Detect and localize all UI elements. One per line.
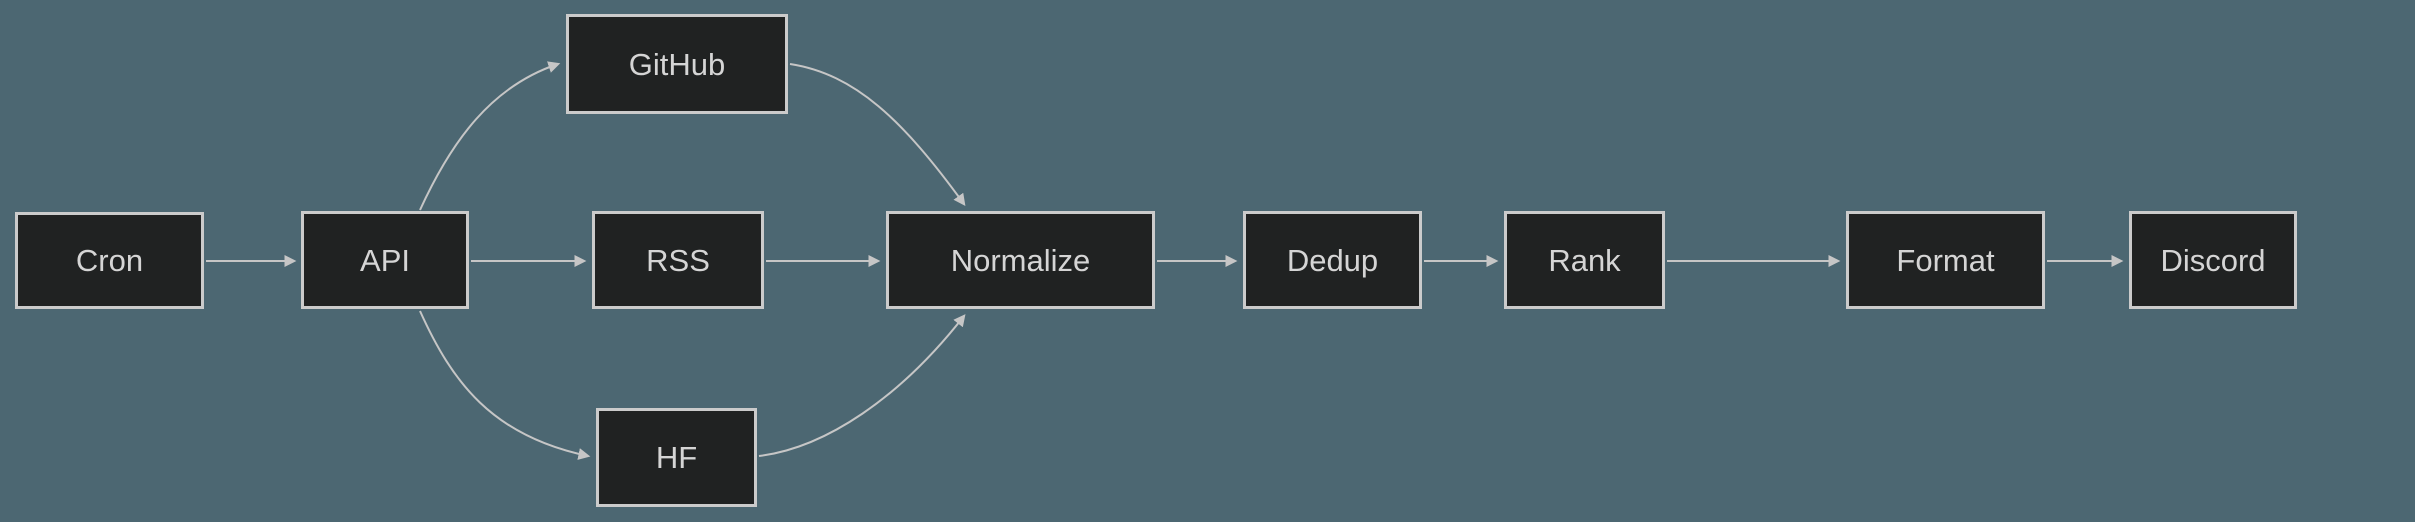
edge-api-hf [419, 310, 591, 460]
node-cron-label: Cron [75, 243, 144, 278]
node-api: API [301, 211, 469, 309]
node-github: GitHub [566, 14, 788, 114]
node-dedup-label: Dedup [1286, 242, 1379, 278]
node-hf: HF [596, 408, 757, 507]
node-format: Format [1846, 211, 2045, 309]
edge-hf-normalize [758, 314, 966, 457]
node-discord: Discord [2129, 211, 2297, 309]
node-rank: Rank [1504, 211, 1665, 309]
node-api-label: API [360, 242, 410, 278]
node-discord-label: Discord [2160, 242, 2266, 278]
edge-api-github [419, 61, 561, 211]
node-hf-label: HF [655, 440, 698, 475]
node-normalize: Normalize [886, 211, 1155, 309]
node-rank-label: Rank [1548, 242, 1621, 278]
edge-github-normalize [789, 63, 966, 206]
node-rss: RSS [592, 211, 764, 309]
node-normalize-label: Normalize [950, 242, 1091, 278]
node-github-label: GitHub [628, 46, 726, 82]
node-cron: Cron [15, 212, 204, 309]
node-dedup: Dedup [1243, 211, 1422, 309]
node-rss-label: RSS [646, 242, 710, 278]
node-format-label: Format [1896, 242, 1995, 278]
